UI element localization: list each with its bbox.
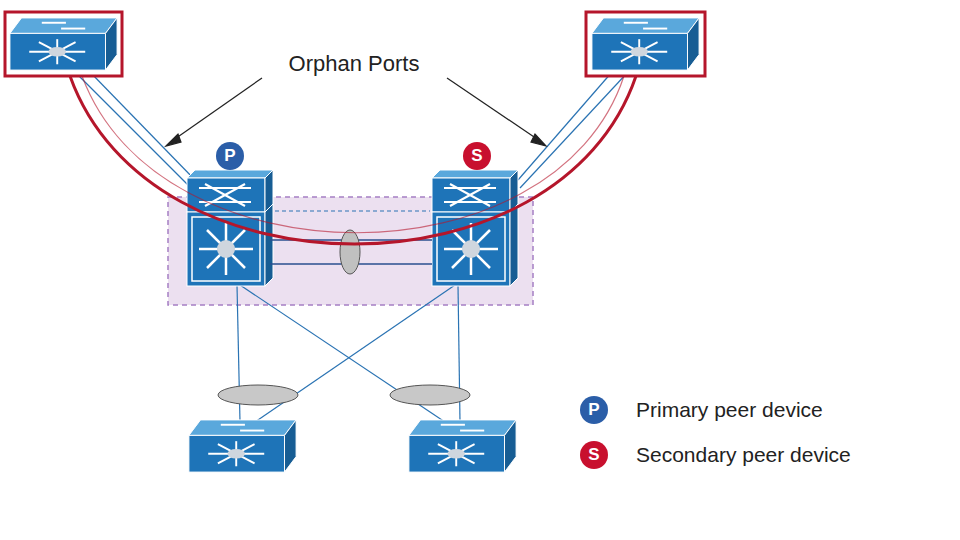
- badge-letter: P: [224, 146, 235, 166]
- legend-badge: S: [580, 441, 608, 469]
- badge-letter: S: [588, 445, 599, 465]
- badge-letter: P: [588, 400, 599, 420]
- peer-role-badge: S: [463, 142, 491, 170]
- legend-text: Secondary peer device: [636, 443, 851, 467]
- legend-badge: P: [580, 396, 608, 424]
- badge-letter: S: [471, 146, 482, 166]
- callout-label: Orphan Ports: [289, 51, 420, 77]
- peer-role-badge: P: [216, 142, 244, 170]
- legend-text: Primary peer device: [636, 398, 823, 422]
